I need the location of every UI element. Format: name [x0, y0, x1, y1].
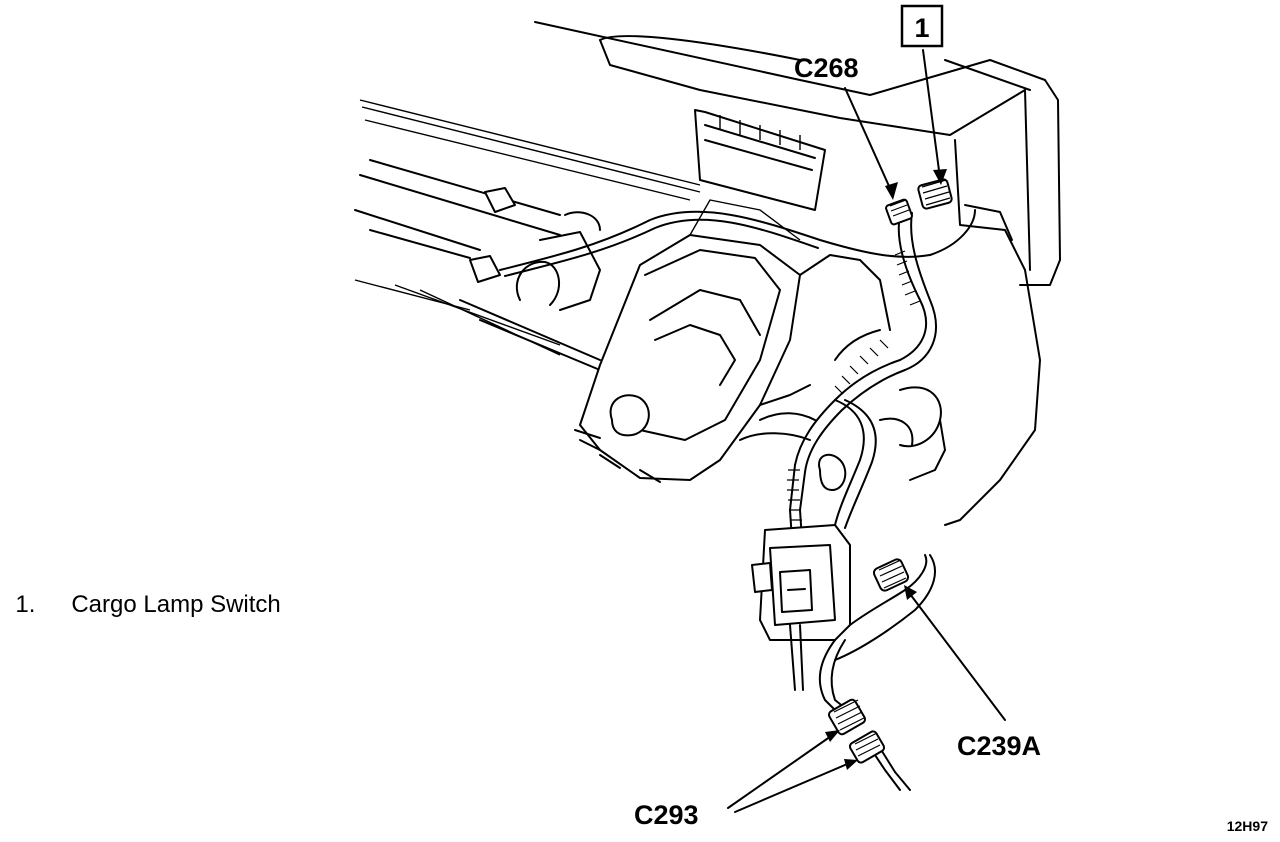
vent-housing [694, 109, 826, 211]
connector-c293-b [848, 730, 886, 764]
legend-item-number: 1. [15, 591, 36, 618]
callout-box-1-label: 1 [914, 13, 929, 43]
wiring-harness [499, 209, 976, 541]
legend: 1. Cargo Lamp Switch [2, 563, 281, 619]
callout-box-1: 1 [900, 4, 944, 48]
figure-id: 12H97 [1226, 818, 1268, 834]
connector-c293-a [827, 698, 867, 736]
label-c268: C268 [794, 53, 859, 83]
label-c293: C293 [634, 800, 699, 830]
connector-cargo-lamp-switch [917, 178, 953, 210]
left-connectors [469, 187, 601, 311]
connector-c239a [872, 558, 910, 592]
harness-loom-beads [787, 250, 921, 521]
cargo-lamp-switch [751, 524, 851, 691]
right-bracket [818, 386, 946, 491]
legend-item-text: Cargo Lamp Switch [71, 591, 281, 618]
connector-c268 [885, 198, 913, 226]
label-c239a: C239A [957, 731, 1041, 761]
lower-harness [818, 554, 936, 791]
center-module [574, 199, 891, 483]
callout-leaders [727, 49, 1006, 813]
instrument-panel-rails [354, 99, 701, 371]
vehicle-body-outline [534, 21, 1061, 526]
